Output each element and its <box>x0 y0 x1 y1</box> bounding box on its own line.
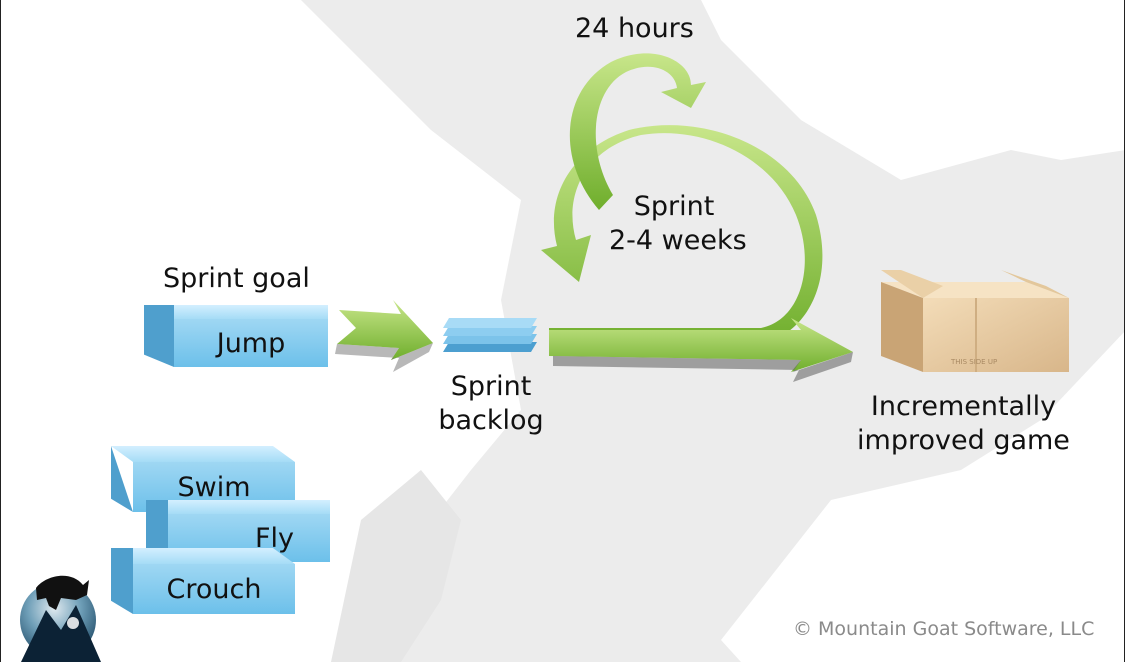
goat-watermark-detail <box>331 470 461 662</box>
product-backlog-card-3: Crouch <box>111 548 295 614</box>
sprint-goal-card: Jump <box>144 305 328 367</box>
sprint-backlog-stack <box>443 318 537 352</box>
sprint-backlog-line2: backlog <box>438 405 544 436</box>
daily-loop-arrow <box>569 53 706 210</box>
card-crouch: Crouch <box>133 564 295 614</box>
sprint-goal-title: Sprint goal <box>163 263 310 294</box>
box-side-text: THIS SIDE UP <box>951 358 998 366</box>
sprint-loop-arrow <box>541 125 823 345</box>
sprint-duration: 2-4 weeks <box>609 225 747 256</box>
arrow-to-product <box>549 318 853 372</box>
daily-scrum-label: 24 hours <box>575 13 694 44</box>
card-jump: Jump <box>174 319 328 367</box>
product-line2: improved game <box>857 425 1070 456</box>
copyright-notice: © Mountain Goat Software, LLC <box>793 618 1095 640</box>
sprint-backlog-label: Sprint backlog <box>431 370 551 438</box>
product-line1: Incrementally <box>870 391 1057 422</box>
sprint-backlog-line1: Sprint <box>450 371 532 402</box>
mountain-goat-logo <box>20 575 101 662</box>
arrow-to-backlog <box>337 300 433 360</box>
product-label: Incrementally improved game <box>856 390 1071 458</box>
sprint-label: Sprint 2-4 weeks <box>609 190 747 258</box>
product-box <box>881 270 1069 372</box>
sprint-label-line1: Sprint <box>633 191 715 222</box>
